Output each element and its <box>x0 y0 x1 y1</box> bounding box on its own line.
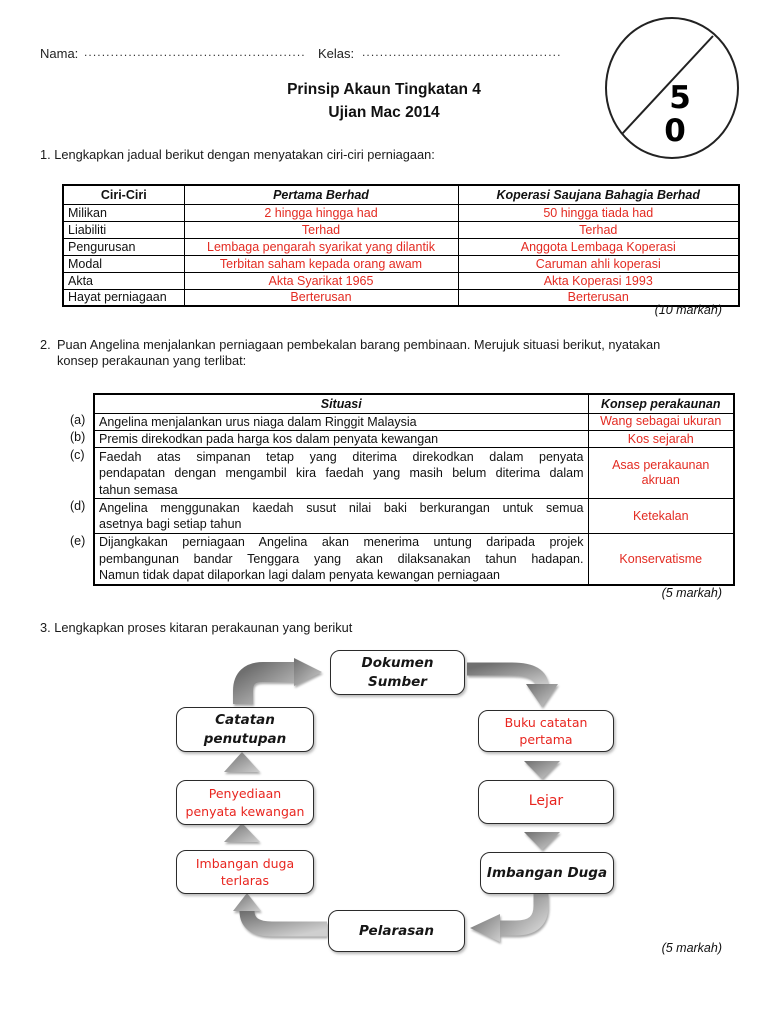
q2-row-label-c: (c) <box>70 448 85 462</box>
answer-cell: Wang sebagai ukuran <box>587 412 735 431</box>
q1-marks-label: (10 markah) <box>654 303 722 317</box>
situasi-cell: Angelina menjalankan urus niaga dalam Ri… <box>93 412 589 431</box>
table-row: Dijangkakan perniagaan Angelina akan men… <box>93 533 735 586</box>
answer-cell: 2 hingga hingga had <box>183 203 459 222</box>
arrow-penyediaan-to-catatan-penutupan-icon <box>224 752 260 779</box>
q2-concepts-table: Situasi Konsep perakaunan Angelina menja… <box>93 393 735 586</box>
flow-node-imbangan-duga-terlaras: Imbangan duga terlaras <box>176 850 314 894</box>
row-label: Milikan <box>62 203 185 222</box>
q2-row-label-b: (b) <box>70 430 86 444</box>
situasi-cell: Faedah atas simpanan tetap yang diterima… <box>93 447 589 500</box>
flow-node-catatan-penutupan: Catatan penutupan <box>176 707 314 752</box>
answer-cell: Terbitan saham kepada orang awam <box>183 254 459 273</box>
table-row: Liabiliti Terhad Terhad <box>62 220 740 239</box>
nama-dotted-line: ........................................… <box>84 45 304 59</box>
q1-header-row: Ciri-Ciri Pertama Berhad Koperasi Saujan… <box>62 184 740 205</box>
marks-circle-icon <box>605 17 739 159</box>
answer-cell: Berterusan <box>457 288 740 307</box>
answer-cell: Terhad <box>457 220 740 239</box>
kelas-dotted-line: ........................................… <box>362 45 560 59</box>
answer-cell: Terhad <box>183 220 459 239</box>
table-row: Faedah atas simpanan tetap yang diterima… <box>93 447 735 500</box>
row-label: Pengurusan <box>62 237 185 256</box>
row-label: Liabiliti <box>62 220 185 239</box>
question-2-number: 2. <box>40 337 51 352</box>
q1-characteristics-table: Ciri-Ciri Pertama Berhad Koperasi Saujan… <box>62 184 740 307</box>
arrow-terlaras-to-penyediaan-icon <box>224 823 260 848</box>
situasi-cell: Dijangkakan perniagaan Angelina akan men… <box>93 533 589 586</box>
q2-row-label-a: (a) <box>70 413 86 427</box>
flow-node-dokumen-sumber: Dokumen Sumber <box>330 650 465 695</box>
answer-cell: Konservatisme <box>587 533 735 586</box>
arrow-dokumen-sumber-to-buku-catatan-icon <box>467 662 558 707</box>
q1-col-header-ciri: Ciri-Ciri <box>62 184 185 205</box>
marks-total-digit-bottom: 0 <box>664 113 686 149</box>
q2-marks-label: (5 markah) <box>661 586 722 600</box>
flow-node-buku-catatan-pertama: Buku catatan pertama <box>478 710 614 752</box>
q2-header-row: Situasi Konsep perakaunan <box>93 393 735 414</box>
table-row: Akta Akta Syarikat 1965 Akta Koperasi 19… <box>62 271 740 290</box>
arrow-pelarasan-to-imbangan-duga-terlaras-icon <box>233 893 327 937</box>
answer-cell: Ketekalan <box>587 498 735 535</box>
question-2-prompt: 2. Puan Angelina menjalankan perniagaan … <box>40 337 740 368</box>
q1-col-header-pertama: Pertama Berhad <box>183 184 459 205</box>
flow-node-lejar: Lejar <box>478 780 614 824</box>
table-row: Pengurusan Lembaga pengarah syarikat yan… <box>62 237 740 256</box>
flow-node-penyediaan-penyata-kewangan: Penyediaan penyata kewangan <box>176 780 314 825</box>
answer-cell: 50 hingga tiada had <box>457 203 740 222</box>
kelas-label: Kelas: <box>318 46 355 61</box>
situasi-cell: Angelina menggunakan kaedah susut nilai … <box>93 498 589 535</box>
table-row: Modal Terbitan saham kepada orang awam C… <box>62 254 740 273</box>
question-3-prompt: 3. Lengkapkan proses kitaran perakaunan … <box>40 620 353 635</box>
row-label: Modal <box>62 254 185 273</box>
arrow-catatan-penutupan-to-dokumen-sumber-icon <box>233 658 322 704</box>
table-row: Premis direkodkan pada harga kos dalam p… <box>93 429 735 449</box>
q2-col-header-situasi: Situasi <box>93 393 589 414</box>
q2-row-label-d: (d) <box>70 499 86 513</box>
answer-cell: Akta Koperasi 1993 <box>457 271 740 290</box>
row-label: Akta <box>62 271 185 290</box>
flow-node-imbangan-duga: Imbangan Duga <box>480 852 614 894</box>
answer-cell: Akta Syarikat 1965 <box>183 271 459 290</box>
arrow-imbangan-duga-to-pelarasan-icon <box>470 894 549 942</box>
answer-cell: Asas perakaunan akruan <box>587 447 735 500</box>
exam-subtitle: Ujian Mac 2014 <box>328 104 440 121</box>
answer-cell: Caruman ahli koperasi <box>457 254 740 273</box>
answer-cell: Berterusan <box>183 288 459 307</box>
question-1-prompt: 1. Lengkapkan jadual berikut dengan meny… <box>40 147 435 162</box>
arrow-buku-catatan-to-lejar-icon <box>524 753 560 779</box>
question-2-text: Puan Angelina menjalankan perniagaan pem… <box>57 337 661 368</box>
flow-node-pelarasan: Pelarasan <box>328 910 465 952</box>
table-row: Hayat perniagaan Berterusan Berterusan <box>62 288 740 307</box>
q1-col-header-koperasi: Koperasi Saujana Bahagia Berhad <box>457 184 740 205</box>
table-row: Angelina menjalankan urus niaga dalam Ri… <box>93 412 735 431</box>
row-label: Hayat perniagaan <box>62 288 185 307</box>
exam-title: Prinsip Akaun Tingkatan 4 <box>287 81 481 98</box>
table-row: Angelina menggunakan kaedah susut nilai … <box>93 498 735 535</box>
q2-col-header-konsep: Konsep perakaunan <box>587 393 735 414</box>
arrow-lejar-to-imbangan-duga-icon <box>524 824 560 850</box>
q2-row-label-e: (e) <box>70 534 86 548</box>
nama-label: Nama: <box>40 46 79 61</box>
table-row: Milikan 2 hingga hingga had 50 hingga ti… <box>62 203 740 222</box>
answer-cell: Lembaga pengarah syarikat yang dilantik <box>183 237 459 256</box>
q3-marks-label: (5 markah) <box>661 941 722 955</box>
marks-total-digit-top: 5 <box>669 80 691 116</box>
situasi-cell: Premis direkodkan pada harga kos dalam p… <box>93 429 589 449</box>
answer-cell: Kos sejarah <box>587 429 735 449</box>
answer-cell: Anggota Lembaga Koperasi <box>457 237 740 256</box>
